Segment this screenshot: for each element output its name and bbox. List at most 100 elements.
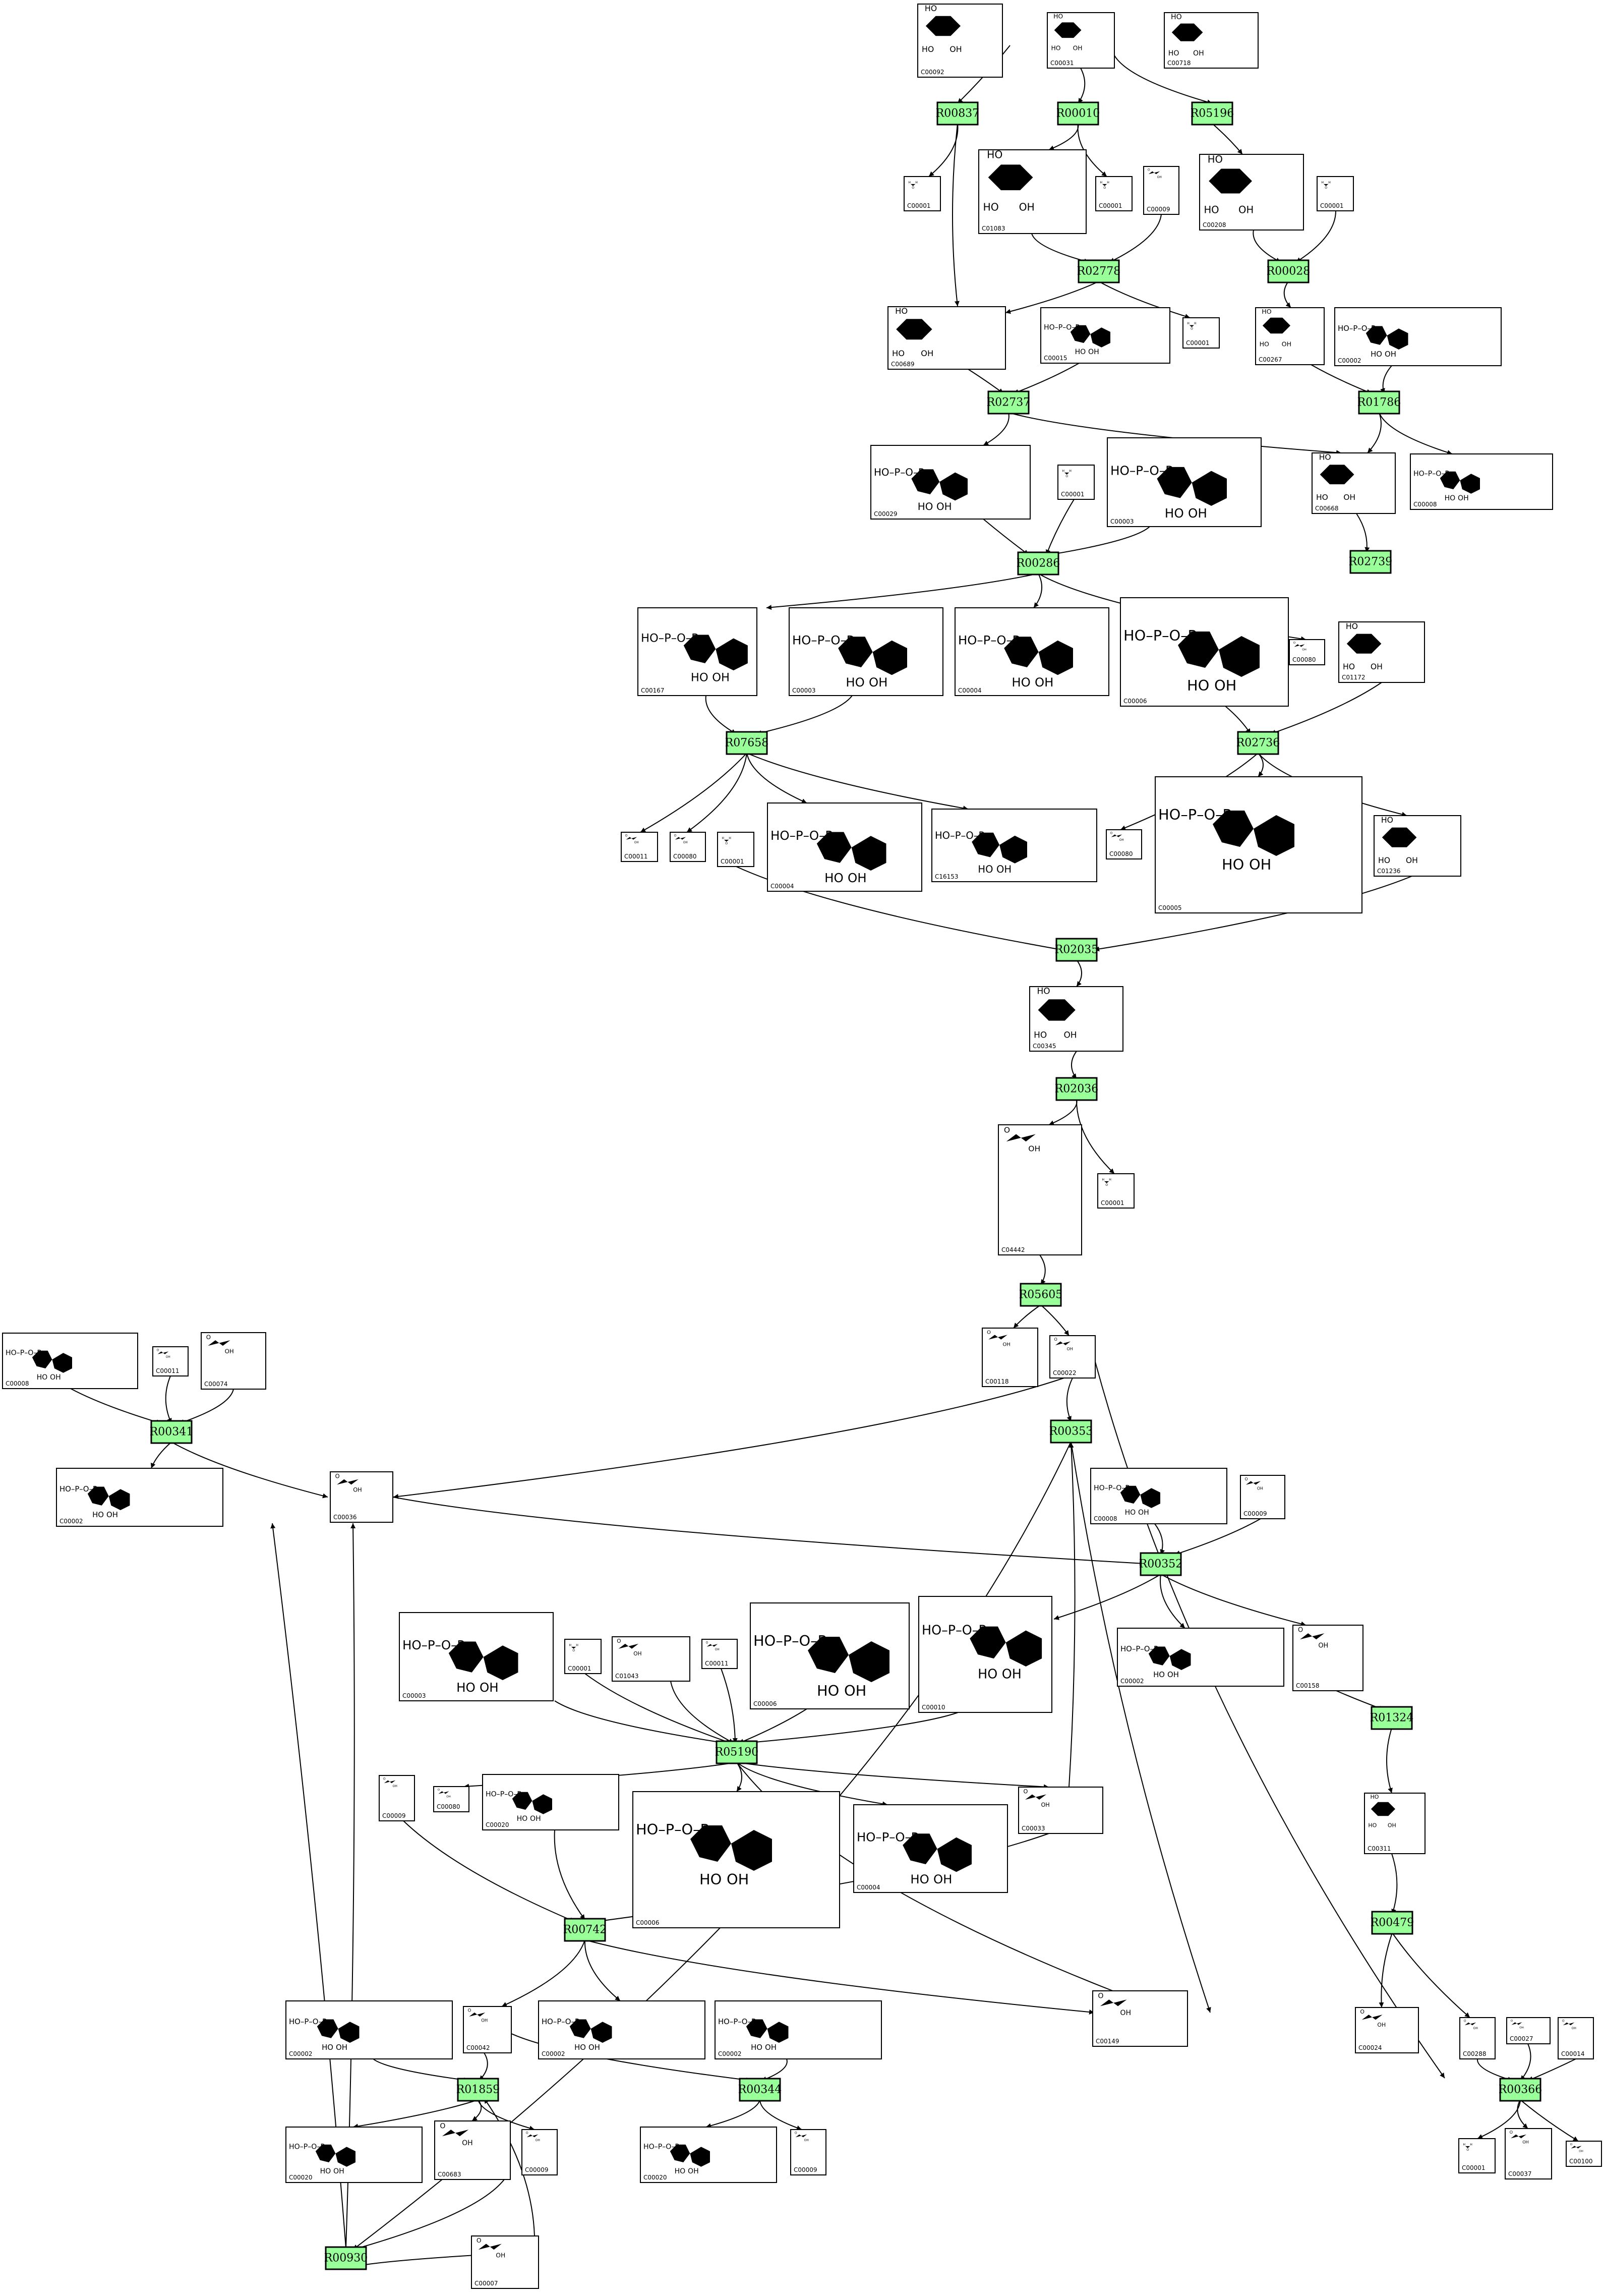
compound-node[interactable]: C00020: [482, 1774, 619, 1830]
reaction-node[interactable]: R00930: [324, 2246, 368, 2270]
compound-node[interactable]: C00010: [918, 1596, 1052, 1713]
compound-node[interactable]: C00004: [853, 1804, 1008, 1893]
compound-node[interactable]: C00024: [1355, 2007, 1419, 2053]
compound-node[interactable]: C04442: [998, 1124, 1082, 1255]
reaction-node[interactable]: R00479: [1371, 1911, 1414, 1935]
reaction-node[interactable]: R01324: [1370, 1706, 1414, 1730]
compound-node[interactable]: C00001: [1095, 176, 1133, 211]
compound-node[interactable]: C16153: [931, 809, 1097, 882]
compound-node[interactable]: C00015: [1040, 307, 1170, 364]
compound-node[interactable]: C00718: [1164, 12, 1259, 69]
compound-node[interactable]: C00001: [1317, 176, 1354, 211]
reaction-node[interactable]: R00344: [738, 2078, 782, 2102]
compound-node[interactable]: C01043: [612, 1636, 690, 1682]
compound-node[interactable]: C00031: [1047, 12, 1115, 69]
compound-node[interactable]: C00009: [790, 2129, 826, 2175]
compound-node[interactable]: C00022: [1049, 1335, 1096, 1379]
compound-node[interactable]: C00100: [1566, 2141, 1602, 2167]
reaction-node[interactable]: R02739: [1349, 550, 1393, 574]
compound-node[interactable]: C00002: [715, 2000, 882, 2059]
reaction-node[interactable]: R05190: [715, 1740, 759, 1764]
reaction-node[interactable]: R00028: [1267, 259, 1311, 283]
compound-node[interactable]: C00080: [1106, 829, 1142, 859]
reaction-node[interactable]: R01859: [456, 2078, 500, 2102]
compound-node[interactable]: C00001: [1057, 465, 1095, 500]
compound-node[interactable]: C00006: [750, 1602, 910, 1709]
compound-node[interactable]: C00002: [56, 1468, 223, 1527]
compound-node[interactable]: C00009: [521, 2129, 558, 2175]
compound-node[interactable]: C00208: [1199, 153, 1304, 231]
compound-node[interactable]: C00074: [201, 1332, 266, 1390]
compound-node[interactable]: C00683: [434, 2120, 511, 2180]
reaction-node[interactable]: R02737: [987, 390, 1031, 415]
compound-node[interactable]: C00118: [982, 1328, 1038, 1387]
compound-node[interactable]: C00001: [564, 1639, 602, 1674]
compound-node[interactable]: C00002: [1334, 307, 1502, 366]
compound-node[interactable]: C00689: [887, 306, 1006, 370]
compound-node[interactable]: C00008: [2, 1333, 138, 1389]
compound-node[interactable]: C00668: [1312, 452, 1396, 514]
compound-node[interactable]: C00014: [1558, 2017, 1594, 2059]
compound-node[interactable]: C00080: [670, 832, 706, 862]
reaction-node[interactable]: R02778: [1077, 259, 1121, 283]
reaction-node[interactable]: R00837: [936, 101, 980, 126]
compound-node[interactable]: C00008: [1090, 1468, 1227, 1524]
compound-node[interactable]: C00004: [955, 607, 1109, 696]
reaction-node[interactable]: R00366: [1499, 2078, 1542, 2102]
compound-node[interactable]: C00003: [789, 607, 943, 696]
compound-node[interactable]: C00006: [632, 1791, 840, 1928]
reaction-node[interactable]: R02036: [1055, 1077, 1099, 1101]
compound-node[interactable]: C00020: [285, 2127, 423, 2183]
compound-node[interactable]: C00002: [1117, 1628, 1284, 1687]
compound-node[interactable]: C00003: [1107, 437, 1262, 527]
compound-node[interactable]: C00001: [904, 176, 941, 211]
reaction-node[interactable]: R05196: [1191, 101, 1234, 126]
compound-node[interactable]: C00033: [1018, 1787, 1103, 1834]
compound-node[interactable]: C00011: [621, 832, 658, 862]
reaction-node[interactable]: R07658: [725, 731, 769, 755]
compound-node[interactable]: C00011: [701, 1639, 738, 1669]
compound-node[interactable]: C00003: [399, 1612, 554, 1701]
compound-node[interactable]: C00002: [538, 2000, 705, 2059]
compound-node[interactable]: C00004: [767, 802, 922, 892]
reaction-node[interactable]: R02736: [1236, 731, 1280, 755]
compound-node[interactable]: C00020: [640, 2127, 777, 2183]
compound-node[interactable]: C00001: [1458, 2138, 1496, 2173]
compound-node[interactable]: C00009: [1240, 1475, 1285, 1519]
reaction-node[interactable]: R00742: [563, 1918, 607, 1942]
compound-node[interactable]: C00080: [433, 1786, 469, 1812]
compound-node[interactable]: C00001: [1182, 317, 1220, 349]
compound-node[interactable]: C00001: [717, 832, 754, 867]
compound-node[interactable]: C00001: [1097, 1173, 1135, 1209]
compound-node[interactable]: C00092: [917, 3, 1003, 78]
reaction-node[interactable]: R00352: [1139, 1552, 1183, 1576]
compound-node[interactable]: C00005: [1155, 776, 1362, 913]
reaction-node[interactable]: R05605: [1019, 1283, 1063, 1307]
compound-node[interactable]: C00007: [471, 2235, 539, 2289]
compound-node[interactable]: C00288: [1459, 2017, 1496, 2059]
compound-node[interactable]: C00011: [152, 1346, 189, 1376]
compound-node[interactable]: C00042: [463, 2006, 512, 2053]
compound-node[interactable]: C00311: [1364, 1793, 1426, 1854]
reaction-node[interactable]: R00010: [1056, 101, 1100, 126]
compound-node[interactable]: C00009: [379, 1775, 415, 1821]
compound-node[interactable]: C00167: [637, 607, 757, 696]
compound-node[interactable]: C00029: [870, 445, 1031, 520]
reaction-node[interactable]: R00341: [150, 1420, 194, 1444]
compound-node[interactable]: C01172: [1338, 621, 1425, 683]
compound-node[interactable]: C00345: [1029, 986, 1123, 1052]
compound-node[interactable]: C01083: [978, 148, 1087, 234]
compound-node[interactable]: C00009: [1143, 166, 1179, 215]
compound-node[interactable]: C01236: [1374, 815, 1461, 877]
reaction-node[interactable]: R00353: [1049, 1419, 1093, 1444]
compound-node[interactable]: C00036: [330, 1471, 393, 1523]
compound-node[interactable]: C00149: [1092, 1990, 1188, 2047]
compound-node[interactable]: C00006: [1120, 597, 1289, 707]
reaction-node[interactable]: R00286: [1017, 551, 1060, 576]
compound-node[interactable]: C00037: [1505, 2128, 1552, 2179]
reaction-node[interactable]: R02035: [1055, 938, 1099, 962]
compound-node[interactable]: C00267: [1255, 307, 1325, 365]
compound-node[interactable]: C00158: [1292, 1625, 1363, 1691]
compound-node[interactable]: C00080: [1289, 639, 1325, 665]
compound-node[interactable]: C00008: [1410, 453, 1553, 510]
